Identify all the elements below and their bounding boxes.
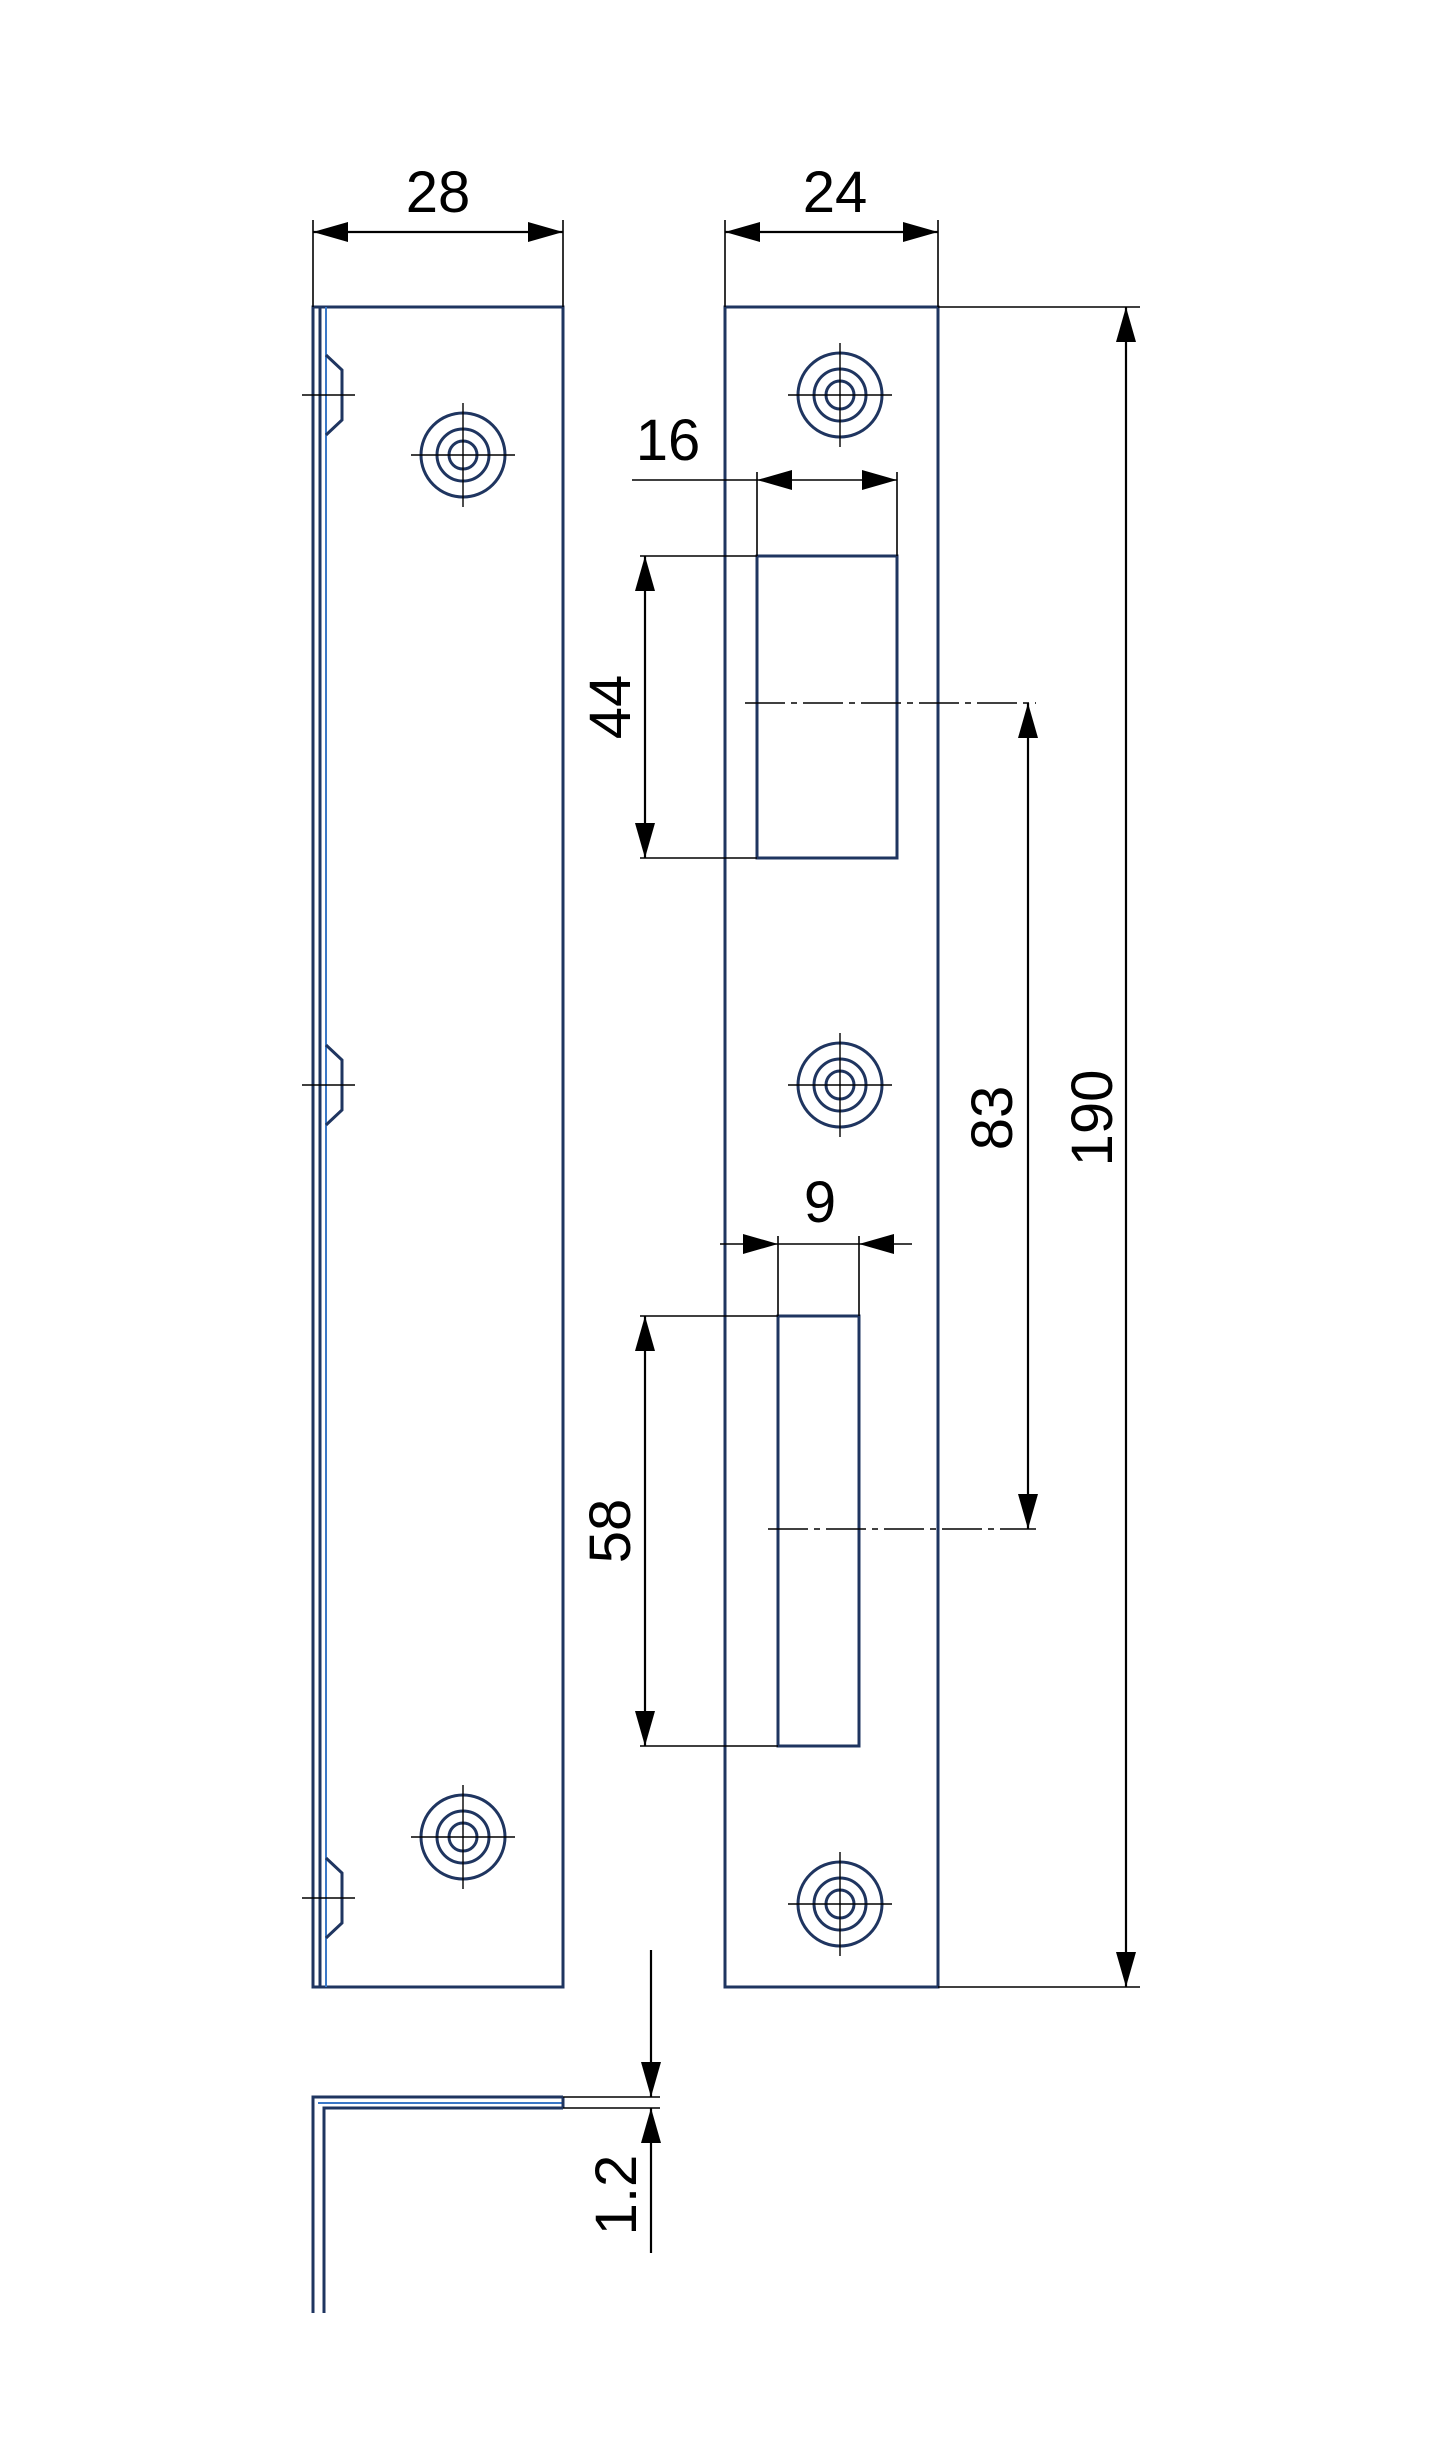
screw-hole-icon — [409, 401, 517, 509]
dimension-label-16: 16 — [636, 408, 701, 473]
screw-hole-icon — [786, 1850, 894, 1958]
strike-plate-front-view — [723, 305, 940, 1989]
dimension-label-28: 28 — [406, 160, 471, 225]
bolt-slot — [776, 1314, 861, 1748]
dimension-44: 44 — [578, 555, 757, 859]
latch-slot — [755, 554, 899, 860]
dimension-label-24: 24 — [803, 160, 868, 225]
dimension-58: 58 — [578, 1315, 778, 1747]
angle-profile-section — [311, 2095, 565, 2313]
dimension-label-190: 190 — [1060, 1070, 1125, 1167]
dimension-190: 190 — [938, 306, 1140, 1988]
dimension-28: 28 — [312, 160, 564, 307]
dimension-label-9: 9 — [804, 1170, 836, 1235]
dimension-1-2: 1.2 — [563, 1950, 661, 2253]
screw-hole-icon — [409, 1783, 517, 1891]
screw-hole-icon — [786, 341, 894, 449]
screw-hole-icon — [786, 1031, 894, 1139]
dimension-24: 24 — [724, 160, 939, 307]
dimension-label-58: 58 — [578, 1499, 643, 1564]
dimension-label-83: 83 — [960, 1086, 1025, 1151]
dimension-label-1-2: 1.2 — [584, 2155, 649, 2236]
dimension-9: 9 — [720, 1170, 912, 1316]
dimension-16: 16 — [632, 408, 898, 556]
dimension-83: 83 — [745, 702, 1038, 1530]
angle-plate-front-view — [302, 305, 565, 1989]
dimension-label-44: 44 — [578, 675, 643, 740]
